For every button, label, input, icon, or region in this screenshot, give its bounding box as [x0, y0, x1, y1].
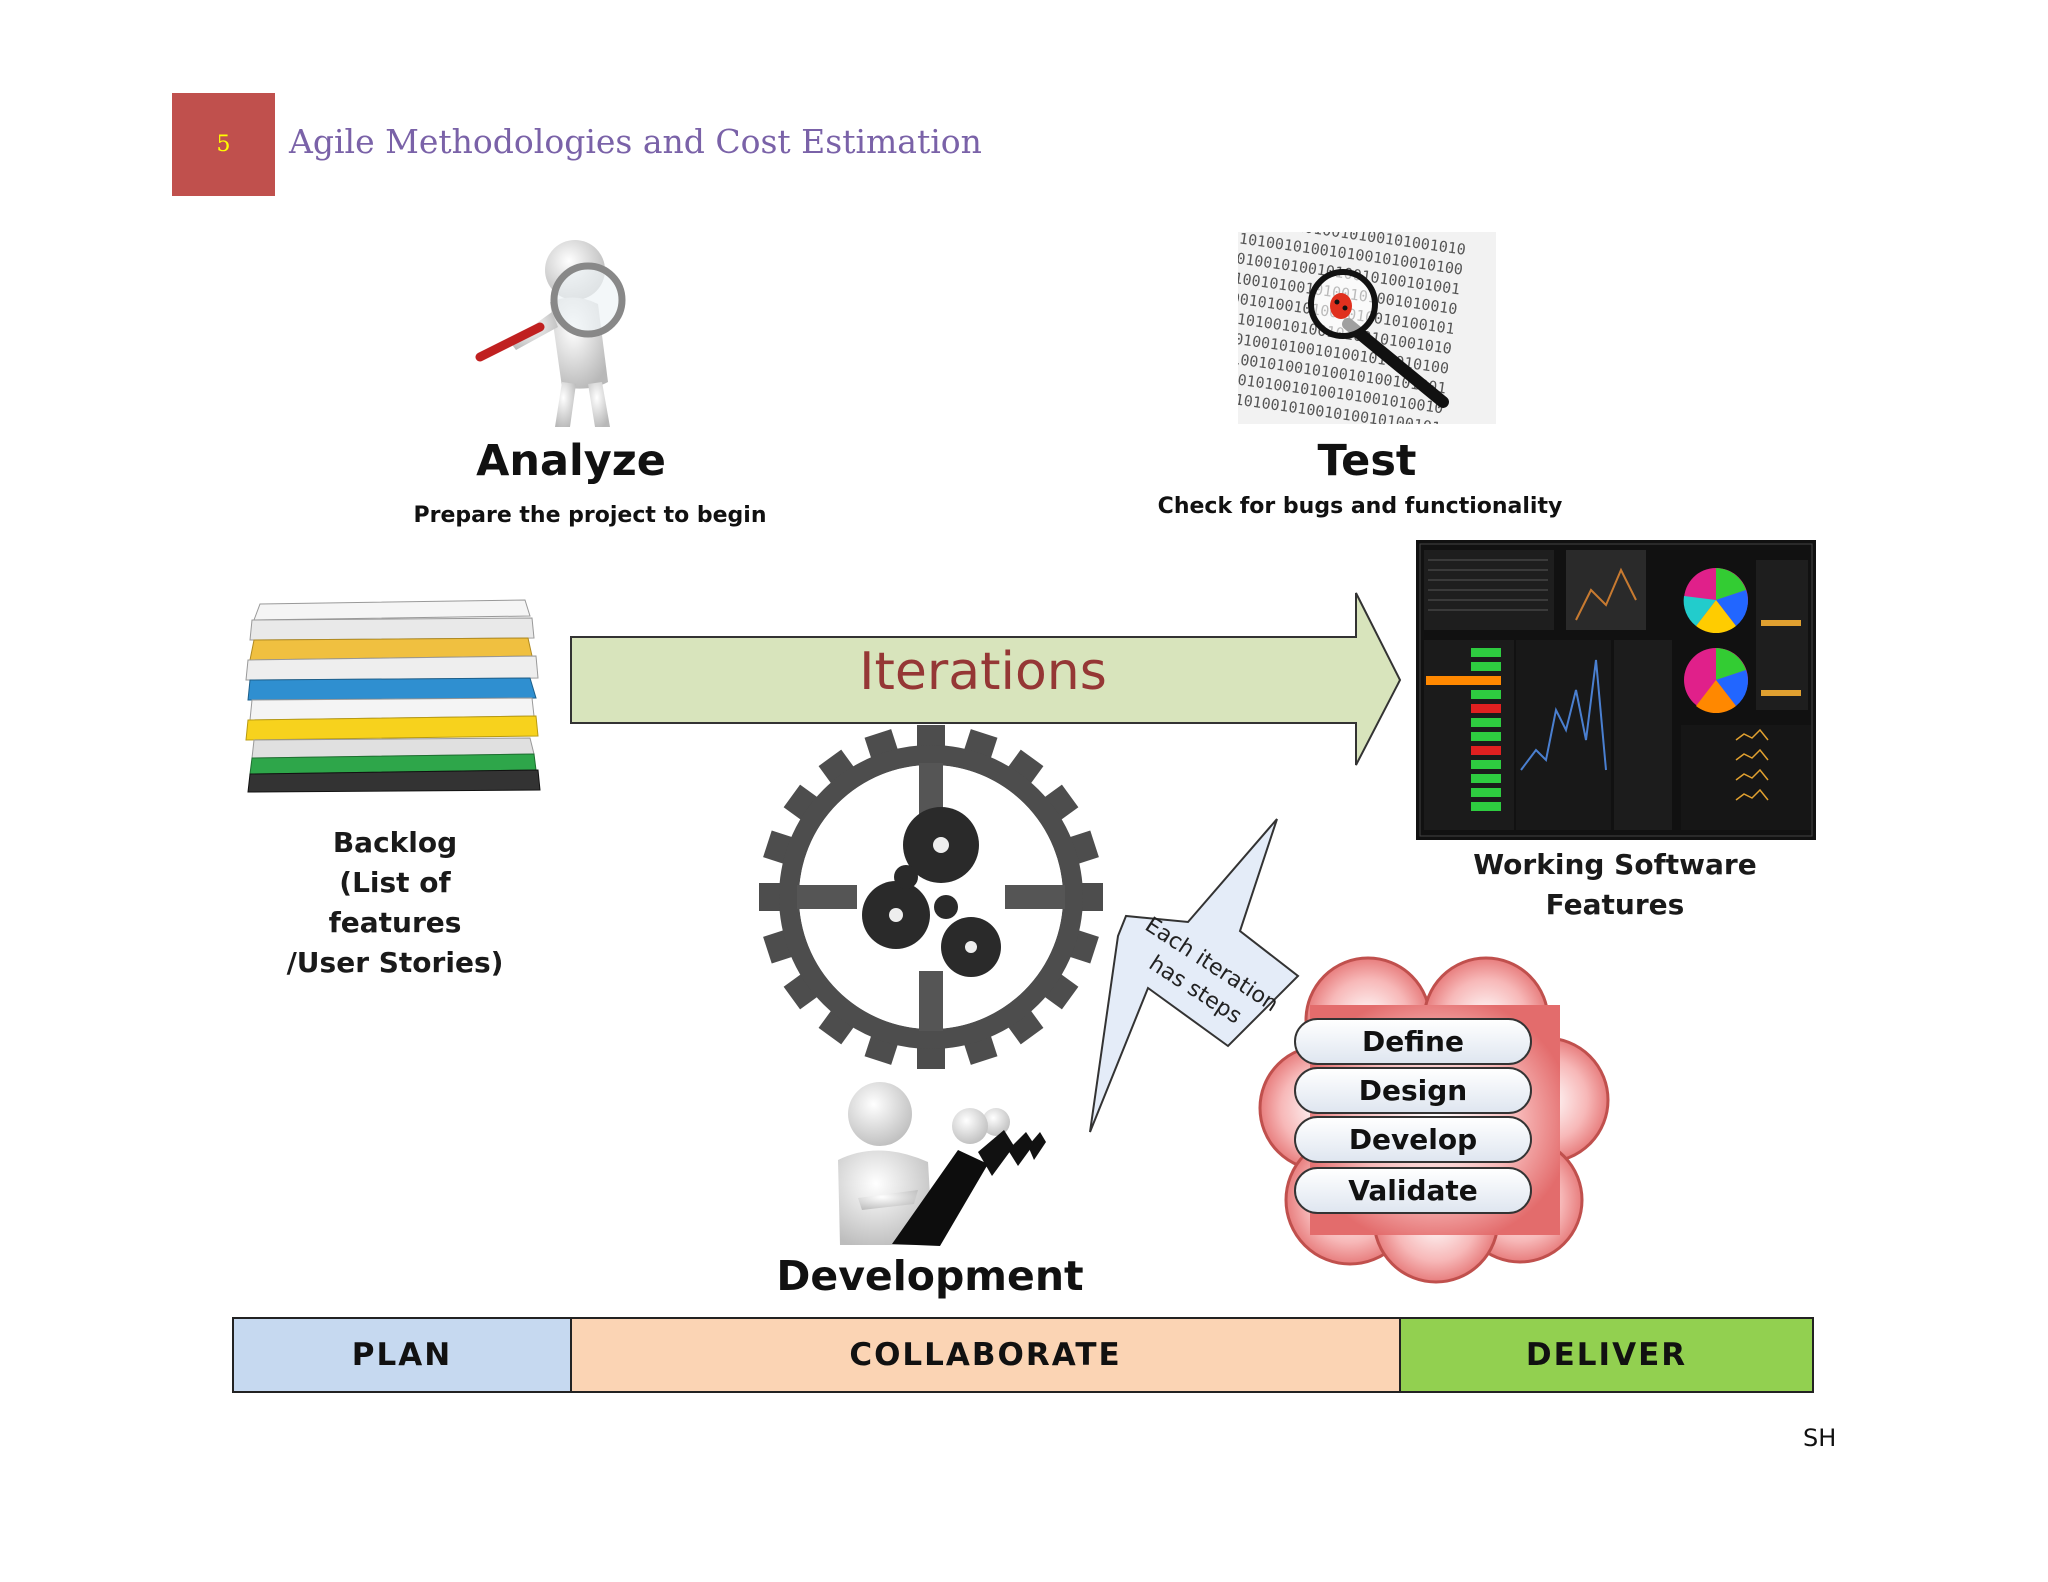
phase-collaborate: COLLABORATE: [572, 1319, 1401, 1391]
step-design: Design: [1294, 1067, 1532, 1114]
phase-bar: PLAN COLLABORATE DELIVER: [232, 1317, 1814, 1393]
working-software-label: Working Software Features: [1450, 845, 1780, 925]
iterations-arrow: [570, 592, 1402, 766]
analyze-heading: Analyze: [476, 436, 666, 486]
callout-shape: [1089, 818, 1300, 1133]
phase-deliver: DELIVER: [1401, 1319, 1812, 1391]
phase-plan: PLAN: [234, 1319, 572, 1391]
working-software-line2: Features: [1545, 888, 1685, 921]
document-stack-icon: [245, 599, 541, 793]
development-label: Development: [776, 1252, 1084, 1300]
iterations-label: Iterations: [859, 642, 1107, 702]
page-number-box: 5: [172, 93, 275, 196]
step-validate: Validate: [1294, 1167, 1532, 1214]
backlog-label-line2: (List of features: [328, 866, 462, 939]
test-subheading: Check for bugs and functionality: [1157, 494, 1563, 519]
backlog-label: Backlog (List of features /User Stories): [270, 823, 520, 983]
developers-at-laptops-icon: [838, 1082, 1046, 1246]
analyze-subheading: Prepare the project to begin: [413, 503, 767, 528]
page-title: Agile Methodologies and Cost Estimation: [289, 122, 982, 161]
working-software-line1: Working Software: [1473, 848, 1757, 881]
dashboard-screenshot-icon: [1416, 540, 1816, 840]
footer-initials: SH: [1803, 1424, 1837, 1452]
figure-with-magnifier-icon: [475, 240, 626, 427]
backlog-label-line3: /User Stories): [286, 946, 504, 979]
test-heading: Test: [1317, 436, 1417, 486]
step-develop: Develop: [1294, 1116, 1532, 1163]
step-define: Define: [1294, 1018, 1532, 1065]
backlog-label-line1: Backlog: [332, 826, 458, 859]
gears-icon: [759, 725, 1103, 1069]
page-number: 5: [216, 132, 231, 157]
